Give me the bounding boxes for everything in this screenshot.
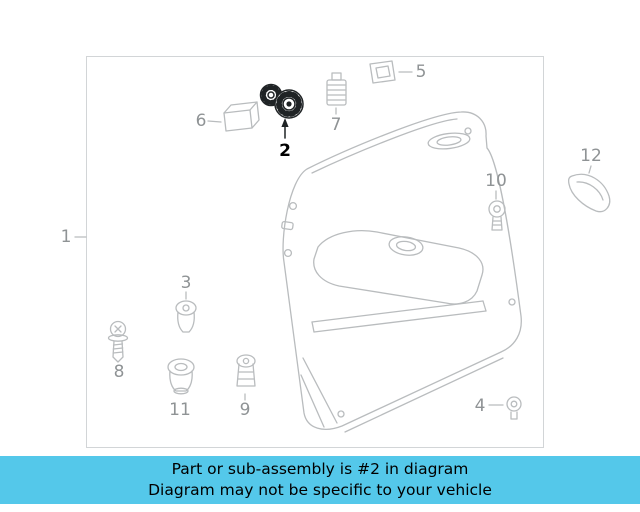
callout-label-12: 12 xyxy=(580,146,602,166)
grommet-part-11-drawing xyxy=(167,358,195,395)
callout-12-leader-line xyxy=(588,165,592,174)
callout-label-1: 1 xyxy=(60,227,72,247)
callout-label-4: 4 xyxy=(474,396,486,416)
callout-2-arrow xyxy=(281,118,289,139)
callout-label-9: 9 xyxy=(239,400,251,420)
callout-label-3: 3 xyxy=(180,273,192,293)
trim-part-12-drawing xyxy=(567,165,611,213)
pin-part-10-drawing xyxy=(488,190,506,231)
clip-part-7-drawing xyxy=(326,72,347,115)
pin-part-4-drawing xyxy=(488,396,522,420)
callout-label-11: 11 xyxy=(169,400,191,420)
callout-label-8: 8 xyxy=(113,362,125,382)
callout-label-7: 7 xyxy=(330,115,342,135)
callout-label-10: 10 xyxy=(485,171,507,191)
callout-label-6: 6 xyxy=(195,111,207,131)
callout-6-leader-line xyxy=(207,120,222,123)
clip-part-9-drawing xyxy=(236,354,256,401)
callout-label-5: 5 xyxy=(415,62,427,82)
banner-line-2: Diagram may not be specific to your vehi… xyxy=(148,481,492,499)
callout-label-2: 2 xyxy=(279,141,291,161)
vehicle-note-banner: Part or sub-assembly is #2 in diagram Di… xyxy=(0,456,640,504)
trim-panel-drawing xyxy=(281,111,522,433)
diagram-frame xyxy=(86,56,544,448)
clip-part-5-drawing xyxy=(369,60,413,84)
clip-part-6-drawing xyxy=(207,101,260,132)
banner-line-1: Part or sub-assembly is #2 in diagram xyxy=(171,459,469,478)
grommet-part-2-drawing xyxy=(259,83,304,139)
clip-part-3-drawing xyxy=(175,291,197,333)
screw-part-8-drawing xyxy=(107,320,129,363)
